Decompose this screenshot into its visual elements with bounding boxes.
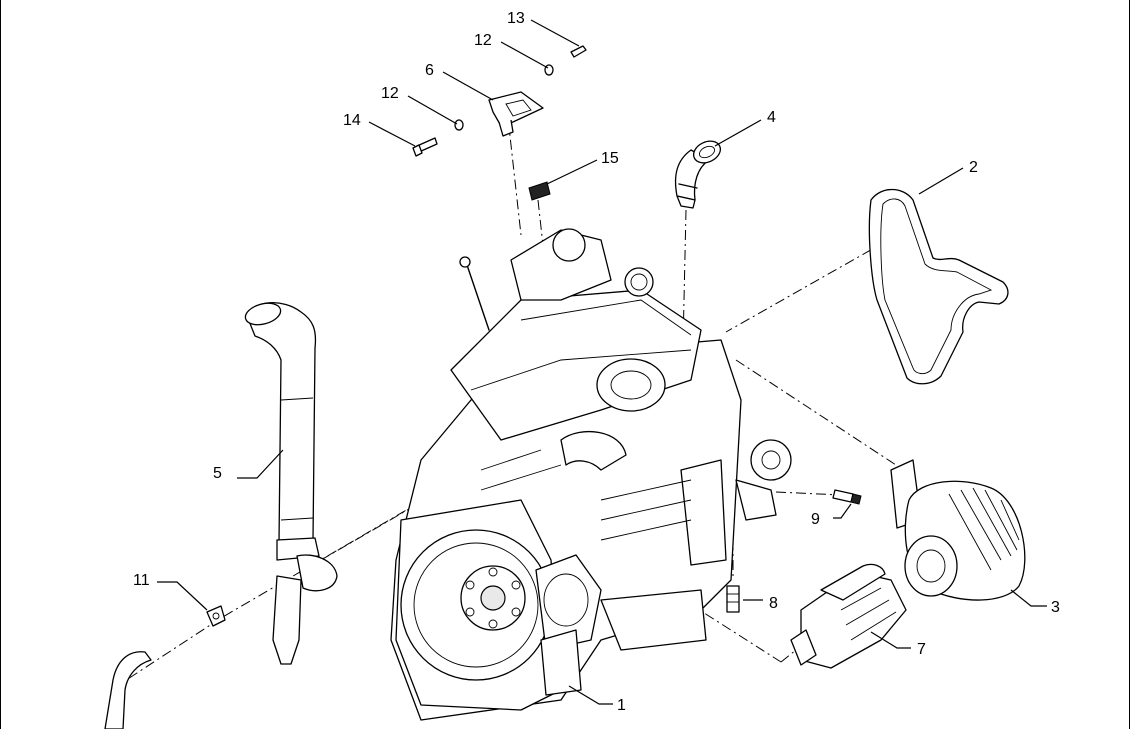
tail-pipe [104, 651, 152, 729]
part-5-exhaust-pipe [244, 301, 338, 665]
callout-8: 8 [769, 595, 778, 612]
part-4-hose-elbow [674, 140, 722, 209]
callout-13: 13 [507, 10, 525, 27]
engine-assembly [390, 228, 792, 721]
part-8-sensor [726, 585, 740, 613]
callout-14: 14 [343, 112, 361, 129]
callout-15: 15 [601, 150, 619, 167]
callout-11: 11 [133, 572, 150, 589]
part-15-label-plate [528, 181, 551, 201]
callout-2: 2 [969, 159, 978, 176]
part-6-bracket [488, 91, 544, 137]
callout-9: 9 [811, 511, 820, 528]
callout-6: 6 [425, 62, 434, 79]
callout-labels: 13 12 6 12 14 15 4 2 5 11 9 8 3 7 1 [133, 10, 1060, 714]
callout-5: 5 [213, 465, 222, 482]
callout-3: 3 [1051, 599, 1060, 616]
callout-12-upper: 12 [474, 32, 492, 49]
part-12-washer-lower [454, 119, 464, 131]
part-2-belt [868, 188, 1009, 385]
part-13-bolt [570, 45, 587, 58]
callout-4: 4 [767, 109, 776, 126]
callout-1: 1 [617, 697, 626, 714]
part-9-sensor [832, 489, 862, 505]
part-3-alternator [890, 459, 1026, 601]
part-14-bolt [412, 137, 438, 157]
part-11-clamp [206, 605, 226, 627]
callout-12-lower: 12 [381, 85, 399, 102]
part-7-starter-motor [790, 563, 907, 669]
leader-lines [157, 19, 1047, 705]
callout-7: 7 [917, 641, 926, 658]
